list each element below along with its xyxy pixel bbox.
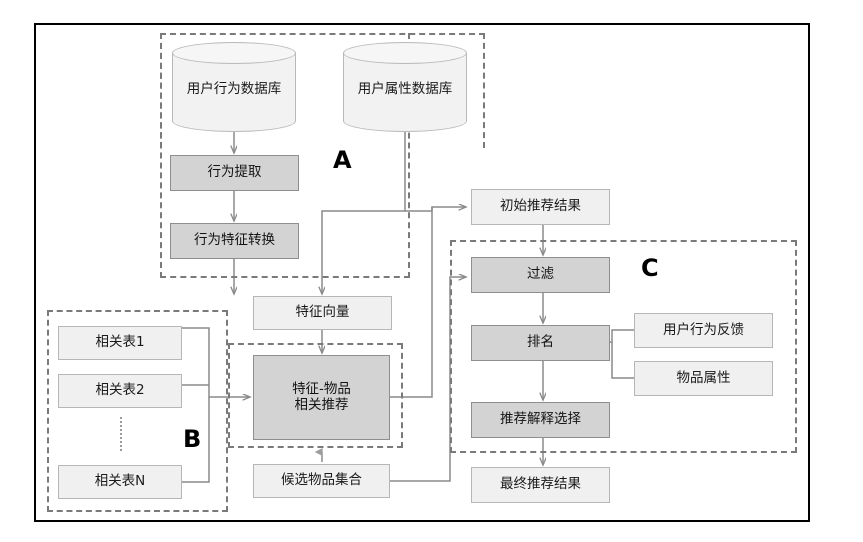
group-c-dashed-region [450,240,797,453]
node-item-attribute[interactable]: 物品属性 [634,361,773,396]
node-initial-recommend-result[interactable]: 初始推荐结果 [471,189,610,225]
node-behavior-extraction[interactable]: 行为提取 [170,155,299,191]
node-label: 初始推荐结果 [500,198,581,215]
node-label: 用户行为反馈 [663,321,744,338]
node-label: 最终推荐结果 [500,476,581,493]
node-label: 行为特征转换 [194,232,275,249]
node-user-attribute-db[interactable]: 用户属性数据库 [343,42,467,132]
node-related-table-n[interactable]: 相关表N [58,465,182,499]
node-label: 排名 [527,334,554,351]
node-label: 用户属性数据库 [357,81,453,97]
cylinder-body [343,53,467,132]
node-label: 特征向量 [295,304,350,321]
node-final-recommend-result[interactable]: 最终推荐结果 [471,467,610,503]
node-label: 用户行为数据库 [186,81,282,97]
node-label-line2: 相关推荐 [294,396,349,413]
node-label: 相关表1 [95,334,145,351]
node-label: 相关表N [94,473,146,490]
group-a-tag: A [333,146,352,174]
node-user-behavior-db[interactable]: 用户行为数据库 [172,42,296,132]
node-label: 物品属性 [676,369,731,386]
node-label: 推荐解释选择 [500,411,581,428]
cylinder-body [172,53,296,132]
node-candidate-item-set[interactable]: 候选物品集合 [253,464,390,498]
cylinder-top [172,42,296,64]
node-label: 相关表2 [95,382,145,399]
node-recommend-explanation-select[interactable]: 推荐解释选择 [471,402,610,438]
node-label: 过滤 [527,266,554,283]
node-related-table-1[interactable]: 相关表1 [58,326,182,360]
group-a-dashed-region-lower [160,33,410,278]
node-label: 候选物品集合 [281,472,362,489]
group-recommend-dashed-region [228,343,403,448]
group-c-tag: C [641,254,659,282]
group-b-tag: B [183,425,202,453]
node-user-behavior-feedback[interactable]: 用户行为反馈 [634,313,773,348]
node-label-line1: 特征-物品 [292,380,351,397]
node-behavior-feature-transform[interactable]: 行为特征转换 [170,223,299,259]
node-feature-vector[interactable]: 特征向量 [253,296,392,330]
node-filter[interactable]: 过滤 [471,257,610,293]
ellipsis-dots [120,417,122,451]
group-b-dashed-region [47,310,228,512]
node-related-table-2[interactable]: 相关表2 [58,374,182,408]
node-feature-item-recommend[interactable]: 特征-物品 相关推荐 [253,355,390,440]
node-ranking[interactable]: 排名 [471,325,610,361]
node-label: 行为提取 [207,164,262,181]
cylinder-top [343,42,467,64]
